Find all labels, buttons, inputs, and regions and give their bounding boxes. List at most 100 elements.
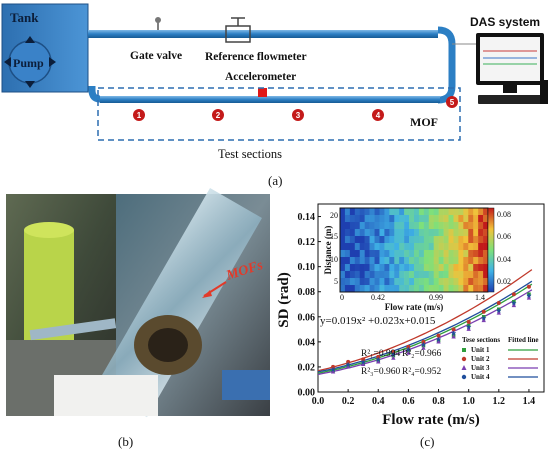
das-label: DAS system: [470, 15, 540, 29]
heatmap-cell: [438, 215, 444, 223]
heatmap-cell: [478, 264, 484, 272]
heatmap-cell: [354, 222, 361, 230]
heatmap-cell: [428, 250, 435, 258]
heatmap-cell: [344, 215, 351, 223]
heatmap-cell: [409, 243, 415, 251]
heatmap-cell: [379, 208, 385, 216]
heatmap-cell: [399, 215, 405, 223]
heatmap-cell: [364, 264, 370, 272]
heatmap-y-tick: 20: [330, 211, 338, 220]
heatmap-cell: [414, 215, 420, 223]
pump-label: Pump: [13, 56, 44, 70]
heatmap-cell: [473, 278, 479, 286]
heatmap-cell: [409, 215, 415, 223]
heatmap-cell: [384, 271, 390, 279]
heatmap-cell: [359, 285, 365, 293]
heatmap-cell: [483, 278, 489, 286]
heatmap-cell: [354, 236, 361, 244]
heatmap-cell: [404, 271, 410, 279]
heatmap-cell: [369, 257, 375, 265]
heatmap-cell: [433, 229, 439, 237]
heatmap-cell: [483, 271, 489, 279]
monitor-screen: [480, 37, 540, 81]
heatmap-cell: [423, 222, 430, 230]
y-tick-label: 0.14: [298, 212, 316, 223]
heatmap-cell: [374, 278, 380, 286]
heatmap-cell: [384, 229, 390, 237]
heatmap-cell: [443, 229, 449, 237]
heatmap-cell: [453, 264, 459, 272]
heatmap-cell: [379, 257, 385, 265]
flowmeter-label: Reference flowmeter: [205, 51, 307, 63]
heatmap-cell: [359, 229, 365, 237]
heatmap-cell: [458, 264, 464, 272]
heatmap-cell: [359, 222, 365, 230]
heatmap-cell: [409, 222, 415, 230]
heatmap-cell: [369, 215, 375, 223]
photo-tank-top: [24, 222, 74, 238]
heatmap-cell: [483, 250, 489, 258]
heatmap-cell: [428, 236, 435, 244]
heatmap-cell: [473, 271, 479, 279]
heatmap-cell: [369, 229, 375, 237]
heatmap-y-label: Distance (m): [323, 226, 333, 275]
heatmap-cell: [473, 215, 479, 223]
heatmap-cell: [349, 271, 356, 279]
heatmap-x-tick: 0: [340, 293, 344, 302]
heatmap-cell: [399, 243, 405, 251]
heatmap-cell: [473, 285, 479, 293]
heatmap-cell: [389, 257, 395, 265]
heatmap-cell: [369, 208, 375, 216]
heatmap-cell: [423, 264, 430, 272]
heatmap-cell: [364, 257, 370, 265]
heatmap-cell: [483, 215, 489, 223]
heatmap-cell: [394, 278, 400, 286]
section-marker-text: 3: [296, 111, 301, 120]
heatmap-cell: [374, 285, 380, 293]
heatmap-cell: [448, 215, 454, 223]
heatmap-cell: [473, 257, 479, 265]
heatmap-cell: [423, 236, 430, 244]
heatmap-cell: [428, 264, 435, 272]
heatmap-cell: [463, 278, 469, 286]
heatmap-cells: [340, 208, 489, 293]
heatmap-cell: [463, 271, 469, 279]
heatmap-cell: [423, 285, 430, 293]
photo-transparent-pipe: [95, 188, 262, 418]
heatmap-cell: [409, 257, 415, 265]
heatmap-cell: [453, 250, 459, 258]
heatmap-cell: [404, 257, 410, 265]
heatmap-cell: [354, 257, 361, 265]
heatmap-cell: [344, 257, 351, 265]
fit-equation: y=0.019x² +0.023x+0.015: [320, 315, 436, 327]
data-point: [330, 366, 336, 372]
heatmap-cell: [384, 257, 390, 265]
heatmap-cell: [374, 215, 380, 223]
heatmap-cell: [369, 222, 375, 230]
heatmap-cell: [399, 264, 405, 272]
heatmap-cell: [463, 222, 469, 230]
heatmap-cell: [473, 222, 479, 230]
heatmap-cell: [364, 215, 370, 223]
data-point: [405, 346, 411, 352]
heatmap-cell: [453, 243, 459, 251]
pipe-elbow-right: [437, 26, 456, 104]
data-point: [391, 355, 396, 360]
heatmap-cell: [438, 208, 444, 216]
heatmap-cell: [483, 264, 489, 272]
heatmap-cell: [374, 257, 380, 265]
heatmap-cell: [468, 215, 474, 223]
heatmap-cell: [483, 208, 489, 216]
heatmap-cell: [473, 208, 479, 216]
section-marker-4: [372, 109, 384, 121]
data-point: [511, 292, 516, 297]
heatmap-cell: [468, 278, 474, 286]
heatmap-cell: [483, 222, 489, 230]
heatmap-cell: [379, 222, 385, 230]
heatmap-cell: [389, 250, 395, 258]
heatmap-cell: [344, 222, 351, 230]
heatmap-cell: [463, 215, 469, 223]
data-point: [376, 359, 381, 364]
heatmap-cell: [349, 215, 356, 223]
r2-unit-2: R²₂=0.966: [402, 349, 441, 359]
